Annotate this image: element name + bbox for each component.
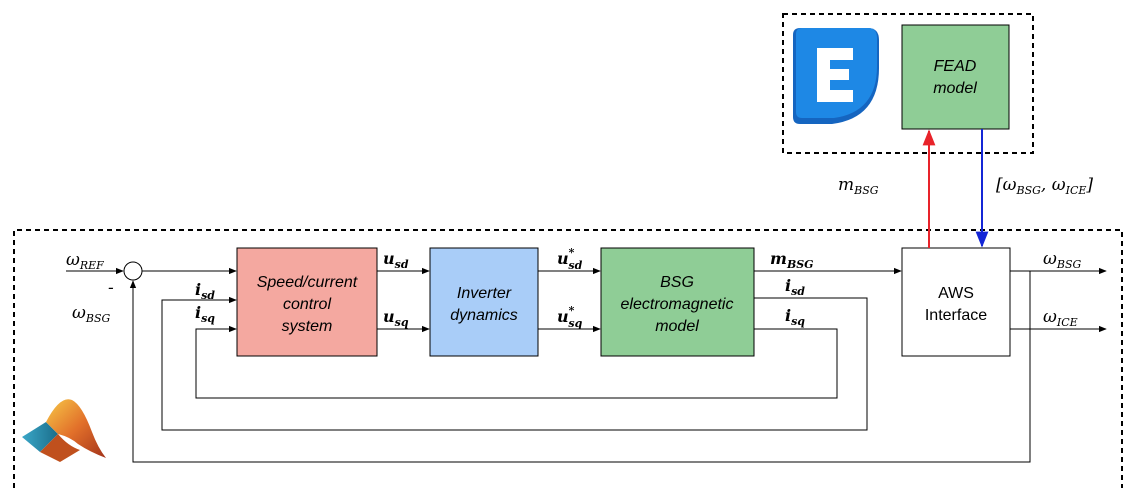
summing-junction xyxy=(123,261,143,281)
u-sd-star-label: u*sd xyxy=(557,246,583,272)
matlab-logo-icon xyxy=(22,399,106,462)
w-bsg-feedback-label: ωBSG xyxy=(72,303,110,325)
bsg-electromagnetic-model-block xyxy=(600,247,755,357)
i-sq-out-label: isq xyxy=(785,306,805,328)
w-ref-label: ωREF xyxy=(66,250,104,272)
fead-model-block xyxy=(901,24,1010,130)
m-bsg-label: mBSG xyxy=(770,249,814,271)
w-bsg-out-label: ωBSG xyxy=(1043,249,1081,271)
w-vector-label: [ωBSG, ωICE] xyxy=(996,175,1093,197)
external-boundary-dashed xyxy=(782,13,1034,154)
i-sq-in-label: isq xyxy=(195,303,215,325)
e-logo-icon xyxy=(793,28,879,124)
u-sq-star-label: u*sq xyxy=(557,304,583,330)
i-sq-feedback-line xyxy=(195,325,838,399)
main-boundary-dashed xyxy=(13,229,1123,488)
u-sq-label: usq xyxy=(383,307,409,329)
i-sd-in-label: isd xyxy=(195,280,215,302)
inverter-dynamics-block xyxy=(429,247,539,357)
m-bsg-up-label: mBSG xyxy=(838,175,879,197)
u-sd-label: usd xyxy=(383,249,409,271)
w-bsg-feedback-line xyxy=(129,271,1031,463)
i-sd-feedback-line xyxy=(161,296,868,431)
w-ice-out-label: ωICE xyxy=(1043,307,1078,329)
minus-sign: - xyxy=(108,278,114,298)
speed-current-control-block xyxy=(236,247,378,357)
aws-interface-block xyxy=(901,247,1011,357)
i-sd-out-label: isd xyxy=(785,276,805,298)
